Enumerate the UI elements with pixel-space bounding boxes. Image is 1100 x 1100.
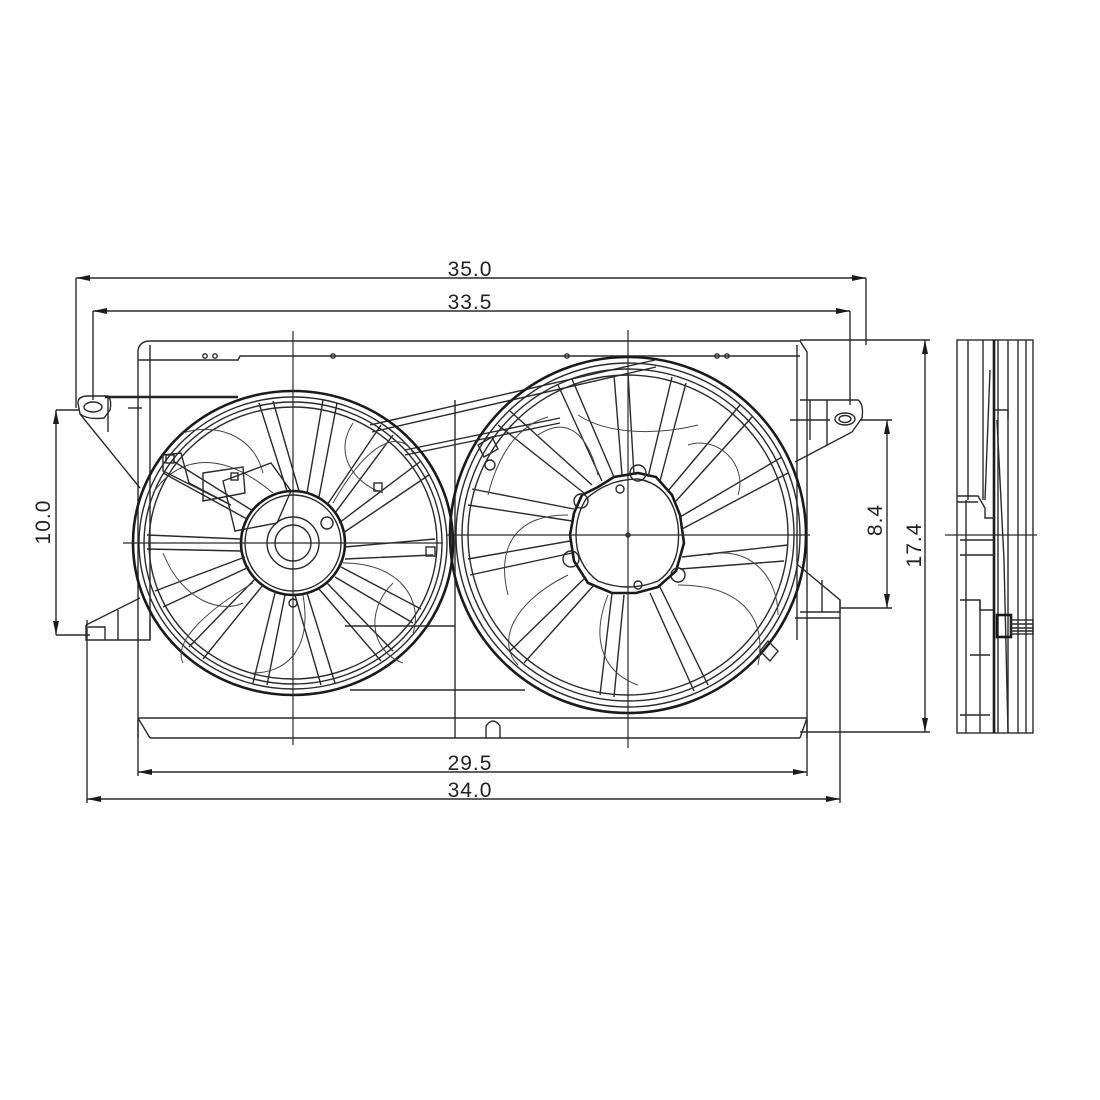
side-view bbox=[945, 339, 1037, 734]
left-fan-motor-connector bbox=[162, 452, 292, 532]
dim-label-overall-width-bottom: 34.0 bbox=[448, 779, 493, 802]
dim-label-left-mount-height: 10.0 bbox=[32, 500, 55, 545]
dimension-10-0: 10.0 bbox=[32, 409, 90, 636]
right-fan-spokes bbox=[467, 372, 789, 698]
dimension-35-0: 35.0 bbox=[75, 258, 867, 408]
left-fan-blades bbox=[152, 422, 416, 674]
dim-label-overall-height: 17.4 bbox=[903, 523, 926, 568]
right-fan bbox=[446, 330, 810, 748]
side-view-connector bbox=[995, 613, 1034, 639]
dimension-33-5: 33.5 bbox=[92, 291, 851, 405]
dim-label-right-mount-height: 8.4 bbox=[864, 504, 887, 536]
top-margin bbox=[0, 0, 1100, 88]
bottom-margin bbox=[0, 1012, 1100, 1100]
dimension-29-5: 29.5 bbox=[137, 720, 808, 776]
dimension-8-4: 8.4 bbox=[840, 419, 892, 609]
dim-label-shroud-width-bottom: 29.5 bbox=[448, 752, 493, 775]
dimension-17-4: 17.4 bbox=[800, 339, 930, 733]
left-fan-spokes bbox=[146, 399, 436, 686]
dim-label-mount-spacing-top: 33.5 bbox=[448, 291, 493, 314]
dimension-34-0: 34.0 bbox=[86, 600, 841, 803]
dim-label-overall-width-top: 35.0 bbox=[448, 258, 493, 281]
left-fan bbox=[123, 331, 455, 745]
right-mounting-bracket bbox=[790, 399, 864, 619]
shroud-outline bbox=[137, 340, 808, 739]
